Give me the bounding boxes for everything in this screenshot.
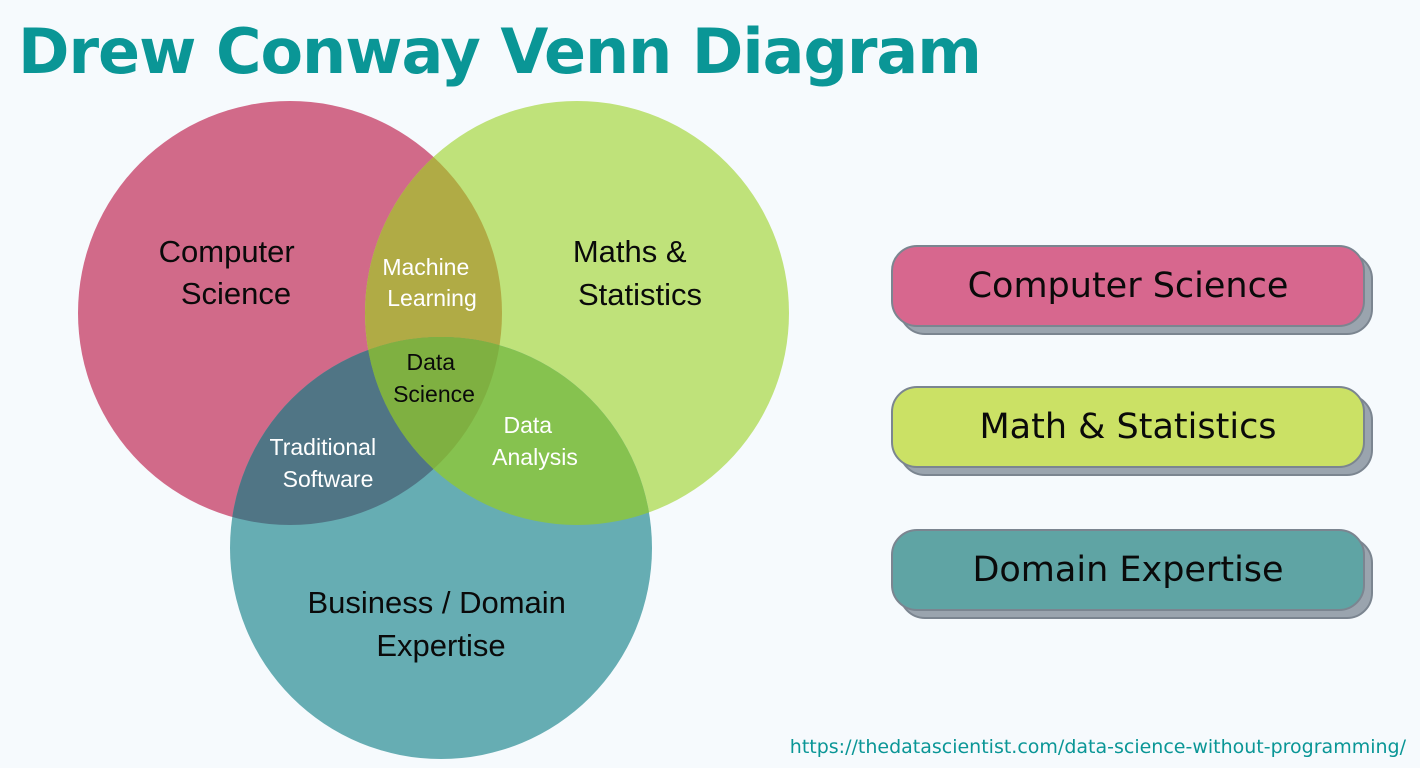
legend-label: Math & Statistics (891, 386, 1365, 468)
label-math-statistics: Maths & Statistics (573, 234, 702, 312)
label-machine-learning: Machine Learning (382, 254, 476, 311)
legend-item-computer-science: Computer Science (891, 245, 1373, 335)
region-data-analysis (365, 337, 652, 525)
legend-label: Computer Science (891, 245, 1365, 327)
label-traditional-software: Traditional Software (270, 434, 383, 492)
region-traditional-software (230, 337, 502, 525)
page-title: Drew Conway Venn Diagram (18, 15, 982, 88)
legend-item-domain-expertise: Domain Expertise (891, 529, 1373, 619)
legend-label: Domain Expertise (891, 529, 1365, 611)
source-link[interactable]: https://thedatascientist.com/data-scienc… (789, 736, 1406, 758)
label-data-science: Data Science (393, 349, 475, 407)
label-computer-science: Computer Science (159, 234, 304, 311)
label-domain-expertise: Business / Domain Expertise (307, 585, 574, 663)
label-data-analysis: Data Analysis (492, 412, 578, 470)
legend-item-math-statistics: Math & Statistics (891, 386, 1373, 476)
